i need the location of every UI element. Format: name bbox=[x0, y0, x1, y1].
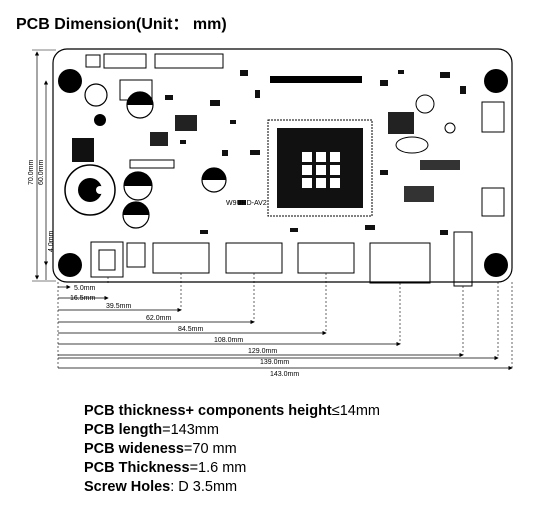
board-label: W9UHD-AV2 bbox=[226, 200, 267, 207]
top-long-connector bbox=[270, 76, 362, 83]
mounting-hole-top-left bbox=[58, 69, 82, 93]
spec-item: PCB thickness+ components height≤14mm bbox=[84, 403, 381, 419]
top-connector-small bbox=[85, 54, 101, 68]
dim-108: 108.0mm bbox=[214, 337, 243, 344]
top-connector-2 bbox=[154, 53, 224, 69]
dim-129: 129.0mm bbox=[248, 348, 277, 355]
dim-143: 143.0mm bbox=[270, 371, 299, 378]
dim-139: 139.0mm bbox=[260, 359, 289, 366]
power-jack bbox=[90, 241, 124, 278]
dim-16-5: 16.5mm bbox=[70, 295, 95, 302]
mounting-hole-top-right bbox=[484, 69, 508, 93]
mounting-hole-bottom-left bbox=[58, 253, 82, 277]
spec-item: PCB length=143mm bbox=[84, 422, 219, 438]
dim-vertical-70: 70.0mm bbox=[28, 160, 35, 185]
spec-list: PCB thickness+ components height≤14mm PC… bbox=[84, 402, 380, 497]
dim-84-5: 84.5mm bbox=[178, 326, 203, 333]
main-chip-center-grid bbox=[302, 152, 340, 188]
left-ic bbox=[72, 138, 94, 162]
header-strip bbox=[129, 159, 175, 169]
large-capacitor bbox=[64, 164, 116, 216]
main-chip-outline bbox=[267, 119, 373, 217]
capacitor-6 bbox=[84, 83, 108, 107]
dim-vertical-4: 4.0mm bbox=[48, 230, 55, 252]
mounting-hole-bottom-right bbox=[484, 253, 508, 277]
spec-item: PCB wideness=70 mm bbox=[84, 441, 237, 457]
spec-item: PCB Thickness=1.6 mm bbox=[84, 460, 247, 476]
right-connector-bottom bbox=[481, 187, 505, 217]
dim-39-5: 39.5mm bbox=[106, 303, 131, 310]
spec-item: Screw Holes: D 3.5mm bbox=[84, 479, 238, 495]
right-connector-top bbox=[481, 101, 505, 133]
top-connector-1 bbox=[103, 53, 147, 69]
diagram-title: PCB Dimension(Unit： mm) bbox=[16, 16, 227, 33]
dim-vertical-60: 60.0mm bbox=[38, 160, 45, 185]
dim-5: 5.0mm bbox=[74, 285, 96, 292]
dim-62: 62.0mm bbox=[146, 315, 171, 322]
inductor-block bbox=[119, 79, 153, 101]
